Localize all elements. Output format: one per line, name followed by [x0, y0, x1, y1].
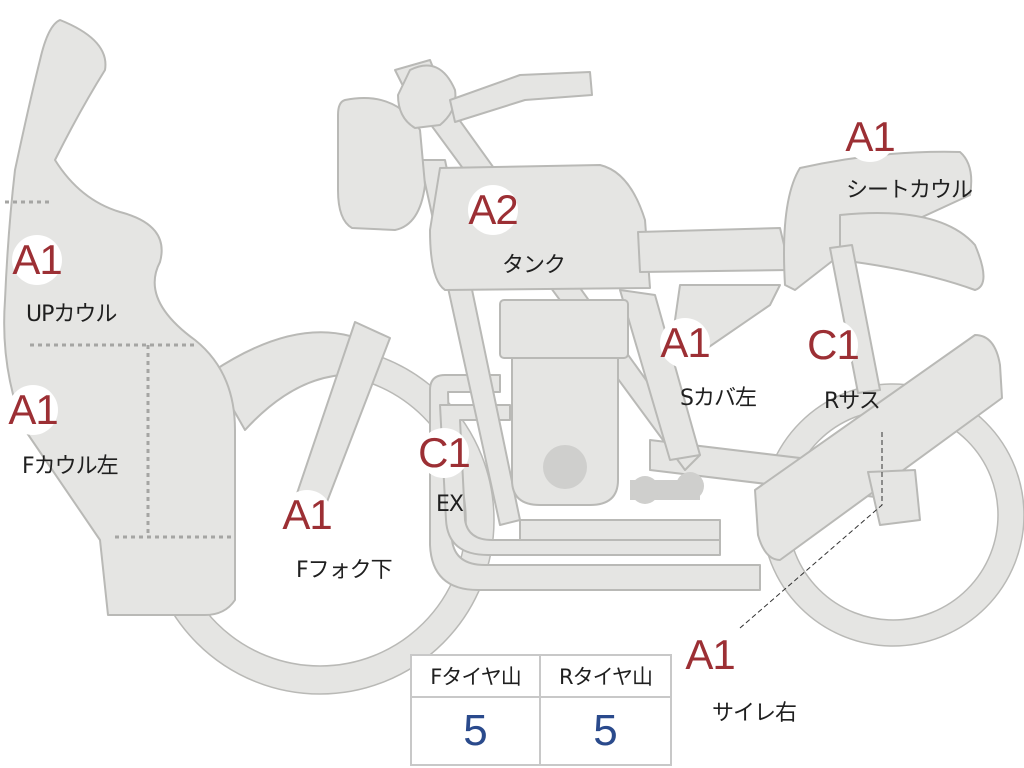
part-label-f-cowl-left: Fカウル左	[22, 454, 119, 479]
grade-badge-seat-cowl: A1	[845, 112, 896, 162]
tire-tread-table: Fタイヤ山 Rタイヤ山 5 5	[410, 654, 672, 766]
grade-text: C1	[807, 321, 860, 368]
part-label-f-fork-lower: Fフォク下	[296, 558, 393, 583]
part-label-s-cover-left: Sカバ左	[680, 386, 757, 411]
grade-text: A1	[845, 113, 895, 160]
grade-text: A1	[282, 491, 332, 538]
grade-text: A1	[12, 236, 62, 283]
grade-badge-silencer-right: A1	[685, 630, 736, 680]
part-label-up-cowl: UPカウル	[26, 302, 117, 327]
grade-text: A1	[685, 631, 735, 678]
grade-badge-ex: C1	[418, 428, 471, 478]
part-label-seat-cowl: シートカウル	[846, 178, 973, 203]
part-label-silencer-right: サイレ右	[712, 701, 797, 726]
grade-badge-f-fork-lower: A1	[282, 490, 333, 540]
grade-text: A2	[468, 186, 518, 233]
part-label-tank: タンク	[502, 253, 566, 278]
grade-text: C1	[418, 429, 471, 476]
part-label-ex: EX	[436, 492, 464, 517]
grade-badge-tank: A2	[468, 185, 519, 235]
grade-badge-r-sus: C1	[807, 320, 860, 370]
grade-text: A1	[660, 319, 710, 366]
grade-badge-s-cover-left: A1	[660, 318, 711, 368]
front-tire-header: Fタイヤ山	[412, 656, 541, 698]
rear-tire-header: Rタイヤ山	[541, 656, 670, 698]
rear-tire-value: 5	[593, 706, 618, 755]
front-tire-value: 5	[412, 698, 541, 764]
grade-badge-f-cowl-left: A1	[8, 385, 59, 435]
grade-badge-up-cowl: A1	[12, 235, 63, 285]
part-label-r-sus: Rサス	[824, 389, 881, 414]
grade-text: A1	[8, 386, 58, 433]
